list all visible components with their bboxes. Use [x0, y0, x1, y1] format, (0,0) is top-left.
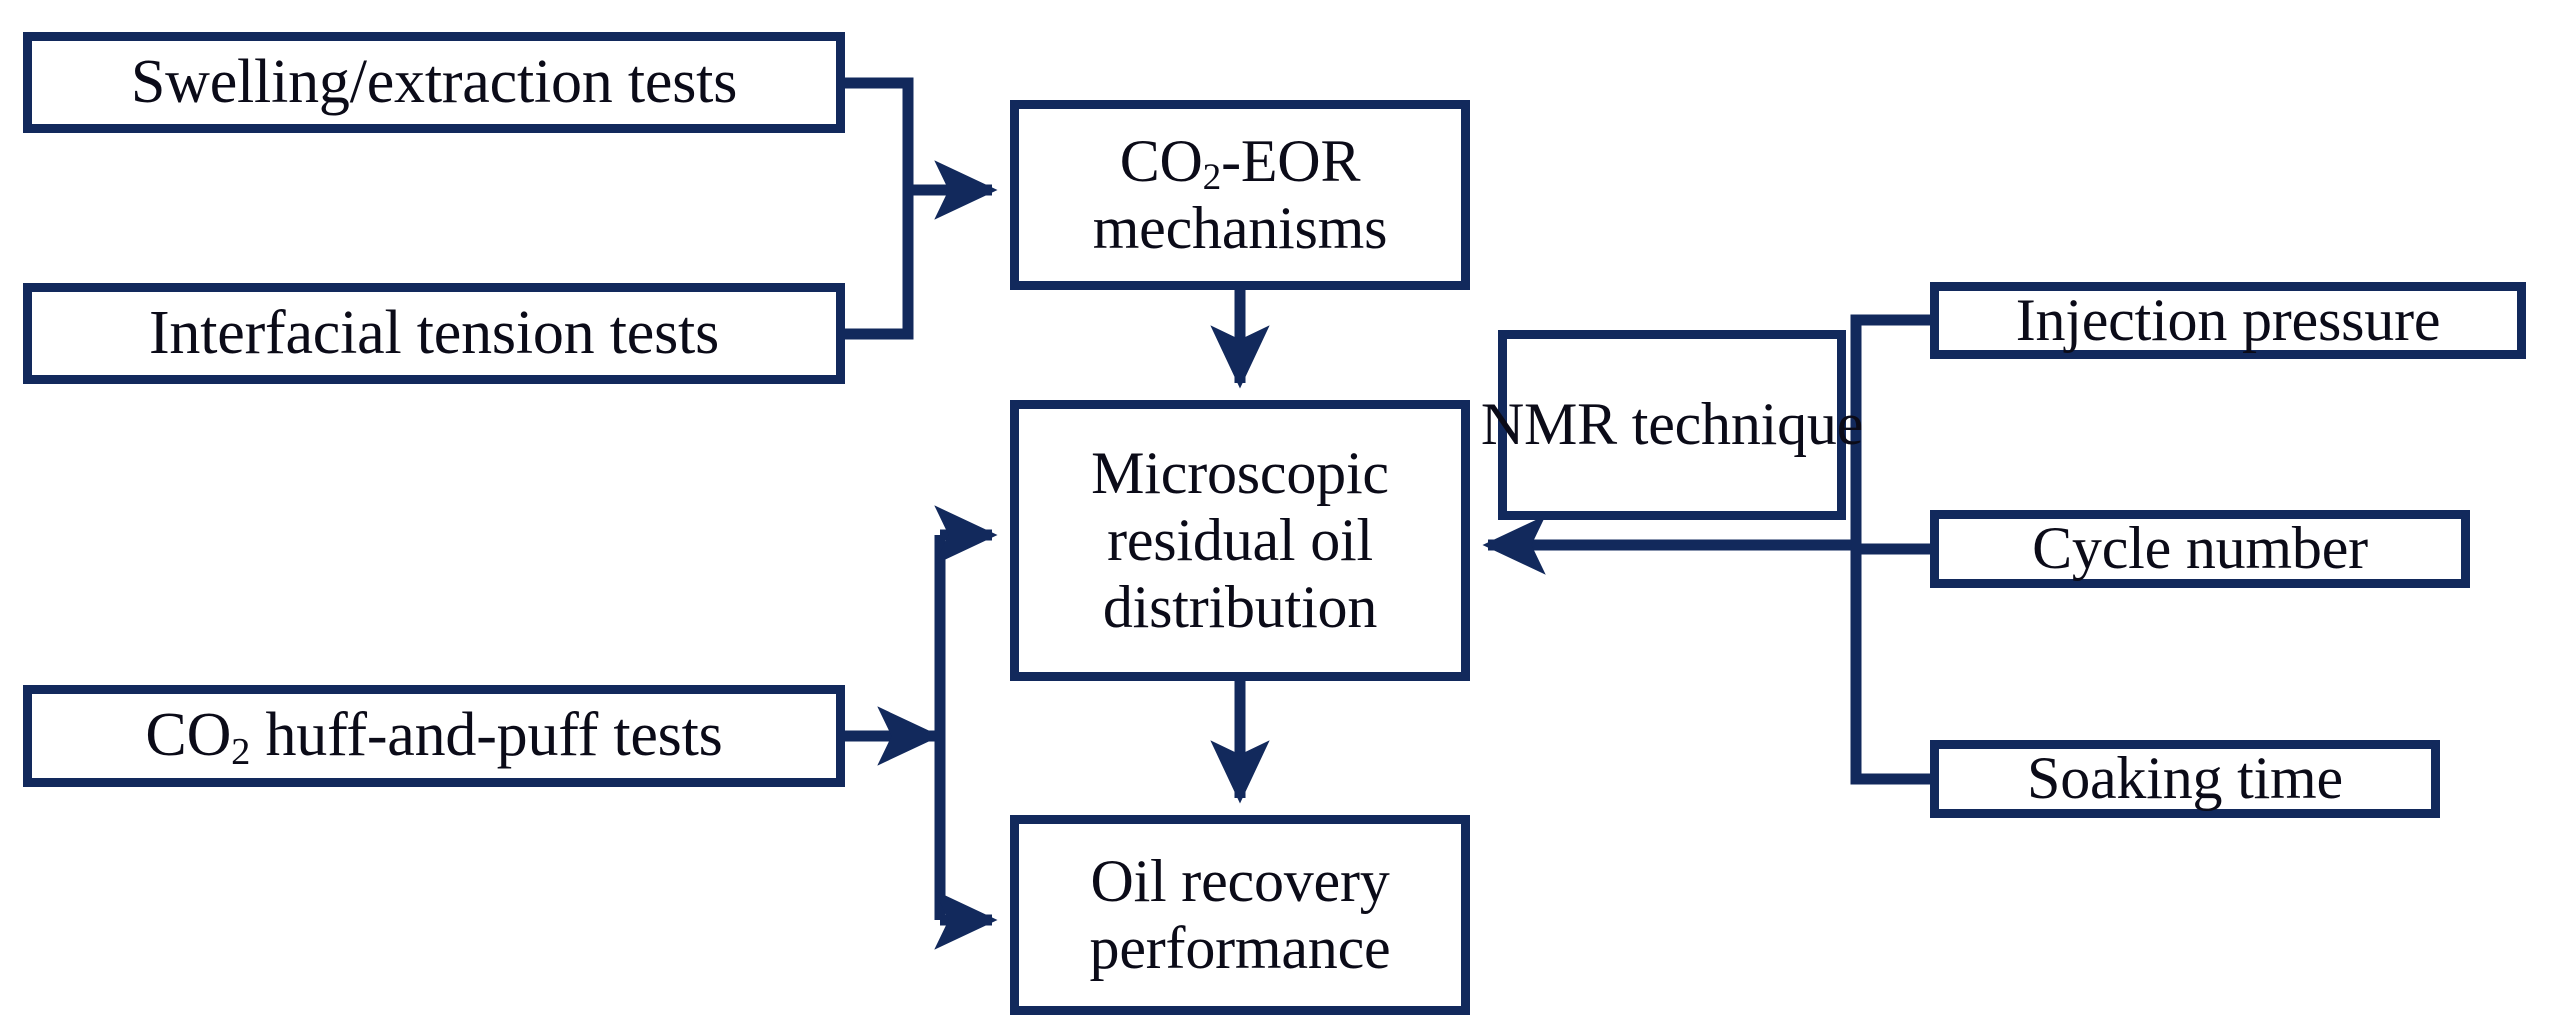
node-cycle-number-label: Cycle number [2032, 515, 2368, 582]
node-injection-pressure-label: Injection pressure [2015, 286, 2441, 353]
edge-swelling-to-bus [845, 77, 914, 190]
node-soaking-time-label: Soaking time [2027, 745, 2343, 812]
edge-injection-to-rightbus [1850, 314, 1930, 545]
node-co2-huff-and-puff-tests[interactable]: CO2 huff-and-puff tests [23, 685, 845, 787]
node-swelling-extraction-tests-label: Swelling/extraction tests [130, 47, 738, 116]
co2eor-subscript: 2 [1202, 156, 1222, 198]
node-microscopic-residual-oil-distribution-label: Microscopic residual oil distribution [1091, 439, 1389, 641]
edge-interfacial-to-bus [845, 190, 914, 340]
node-cycle-number[interactable]: Cycle number [1930, 510, 2470, 588]
co2eor-suffix: -EOR mechanisms [1092, 127, 1388, 261]
huffpuff-prefix: CO [145, 701, 232, 770]
node-oil-recovery-performance[interactable]: Oil recovery performance [1010, 815, 1470, 1015]
node-swelling-extraction-tests[interactable]: Swelling/extraction tests [23, 32, 845, 133]
node-interfacial-tension-tests-label: Interfacial tension tests [148, 298, 719, 367]
huffpuff-subscript: 2 [231, 730, 251, 773]
node-interfacial-tension-tests[interactable]: Interfacial tension tests [23, 283, 845, 384]
node-nmr-technique[interactable]: NMR technique [1481, 330, 1863, 520]
node-soaking-time[interactable]: Soaking time [1930, 740, 2440, 818]
node-co2-eor-mechanisms[interactable]: CO2-EOR mechanisms [1010, 100, 1470, 290]
huffpuff-suffix: huff-and-puff tests [250, 701, 723, 770]
node-injection-pressure[interactable]: Injection pressure [1930, 282, 2526, 359]
node-oil-recovery-performance-label: Oil recovery performance [1089, 847, 1391, 981]
edge-soaking-to-rightbus [1850, 545, 1930, 785]
node-co2-huff-and-puff-tests-label: CO2 huff-and-puff tests [145, 701, 723, 773]
co2eor-prefix: CO [1119, 127, 1203, 194]
node-co2-eor-mechanisms-label: CO2-EOR mechanisms [1093, 128, 1388, 262]
node-nmr-technique-label: NMR technique [1480, 391, 1864, 458]
node-microscopic-residual-oil-distribution[interactable]: Microscopic residual oil distribution [1010, 400, 1470, 681]
